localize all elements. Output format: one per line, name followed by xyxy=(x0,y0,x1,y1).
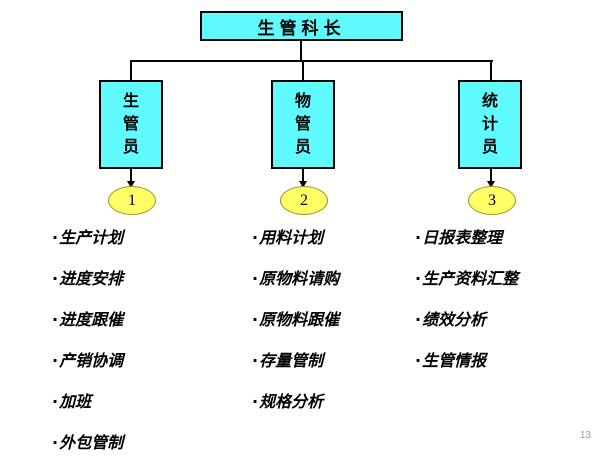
connector-drop-line-3 xyxy=(490,60,492,81)
bullet-dot-icon: · xyxy=(415,310,422,329)
connector-drop-line-2 xyxy=(302,60,304,81)
duty-label: 原物料请购 xyxy=(259,269,340,288)
org-chart-slide: 生管科长 生 管 员 物 管 员 统 计 员 1 2 3 ·生产计划 xyxy=(52,11,591,452)
duty-label: 生产资料汇整 xyxy=(422,269,519,288)
duty-list-statistician: ·日报表整理 ·生产资料汇整 ·绩效分析 ·生管情报 xyxy=(415,224,518,388)
bullet-dot-icon: · xyxy=(52,310,59,329)
duty-list-material-controller: ·用料计划 ·原物料请购 ·原物料跟催 ·存量管制 ·规格分析 xyxy=(252,224,339,429)
org-node-1-char-3: 员 xyxy=(122,136,139,156)
bullet-dot-icon: · xyxy=(52,351,59,370)
bullet-dot-icon: · xyxy=(415,269,422,288)
list-item: ·绩效分析 xyxy=(415,306,518,330)
page-number: 13 xyxy=(579,430,591,441)
bullet-dot-icon: · xyxy=(252,228,259,247)
list-item: ·加班 xyxy=(52,388,123,412)
list-item: ·生管情报 xyxy=(415,347,518,371)
list-item: ·外包管制 xyxy=(52,429,123,453)
badge-3-label: 3 xyxy=(488,191,496,209)
connector-trunk-line xyxy=(300,41,302,62)
duty-label: 存量管制 xyxy=(259,351,324,370)
bullet-dot-icon: · xyxy=(52,269,59,288)
duty-label: 进度跟催 xyxy=(59,310,124,329)
bullet-dot-icon: · xyxy=(52,392,59,411)
arrow-stem-3 xyxy=(490,169,492,183)
org-node-2-char-1: 物 xyxy=(294,91,311,111)
org-node-3-char-2: 计 xyxy=(481,114,498,134)
org-node-1-char-2: 管 xyxy=(122,114,139,134)
org-node-production-planner: 生 管 员 xyxy=(99,80,163,169)
bullet-dot-icon: · xyxy=(252,310,259,329)
duty-label: 外包管制 xyxy=(59,433,124,452)
org-node-statistician: 统 计 员 xyxy=(458,80,522,169)
duty-label: 产销协调 xyxy=(59,351,124,370)
list-item: ·存量管制 xyxy=(252,347,339,371)
list-item: ·原物料跟催 xyxy=(252,306,339,330)
duty-label: 加班 xyxy=(59,392,92,411)
bullet-dot-icon: · xyxy=(415,228,422,247)
list-item: ·原物料请购 xyxy=(252,265,339,289)
duty-list-production-planner: ·生产计划 ·进度安排 ·进度跟催 ·产销协调 ·加班 ·外包管制 xyxy=(52,224,123,470)
bullet-dot-icon: · xyxy=(252,351,259,370)
duty-label: 原物料跟催 xyxy=(259,310,340,329)
duty-label: 进度安排 xyxy=(59,269,124,288)
org-node-material-controller: 物 管 员 xyxy=(271,80,335,169)
list-item: ·产销协调 xyxy=(52,347,123,371)
list-item: ·进度跟催 xyxy=(52,306,123,330)
badge-1: 1 xyxy=(108,186,156,215)
org-node-2-char-2: 管 xyxy=(294,114,311,134)
badge-2: 2 xyxy=(280,186,328,215)
duty-label: 生产计划 xyxy=(59,228,124,247)
org-node-root-label: 生管科长 xyxy=(257,18,346,39)
bullet-dot-icon: · xyxy=(252,392,259,411)
list-item: ·生产计划 xyxy=(52,224,123,248)
arrow-stem-2 xyxy=(302,169,304,183)
arrow-head-icon-1 xyxy=(127,181,135,188)
list-item: ·生产资料汇整 xyxy=(415,265,518,289)
arrow-head-icon-3 xyxy=(487,181,495,188)
list-item: ·规格分析 xyxy=(252,388,339,412)
arrow-stem-1 xyxy=(130,169,132,183)
connector-bus-line xyxy=(130,60,493,62)
list-item: ·用料计划 xyxy=(252,224,339,248)
bullet-dot-icon: · xyxy=(52,433,59,452)
org-node-2-char-3: 员 xyxy=(294,136,311,156)
duty-label: 规格分析 xyxy=(259,392,324,411)
duty-label: 日报表整理 xyxy=(422,228,503,247)
list-item: ·进度安排 xyxy=(52,265,123,289)
connector-drop-line-1 xyxy=(130,60,132,81)
badge-2-label: 2 xyxy=(300,191,308,209)
bullet-dot-icon: · xyxy=(52,228,59,247)
org-node-root: 生管科长 xyxy=(200,11,403,41)
org-node-3-char-3: 员 xyxy=(481,136,498,156)
badge-1-label: 1 xyxy=(128,191,136,209)
arrow-head-icon-2 xyxy=(299,181,307,188)
duty-label: 用料计划 xyxy=(259,228,324,247)
bullet-dot-icon: · xyxy=(252,269,259,288)
badge-3: 3 xyxy=(468,186,516,215)
bullet-dot-icon: · xyxy=(415,351,422,370)
duty-label: 生管情报 xyxy=(422,351,487,370)
org-node-1-char-1: 生 xyxy=(122,91,139,111)
org-node-3-char-1: 统 xyxy=(481,91,498,111)
list-item: ·日报表整理 xyxy=(415,224,518,248)
duty-label: 绩效分析 xyxy=(422,310,487,329)
